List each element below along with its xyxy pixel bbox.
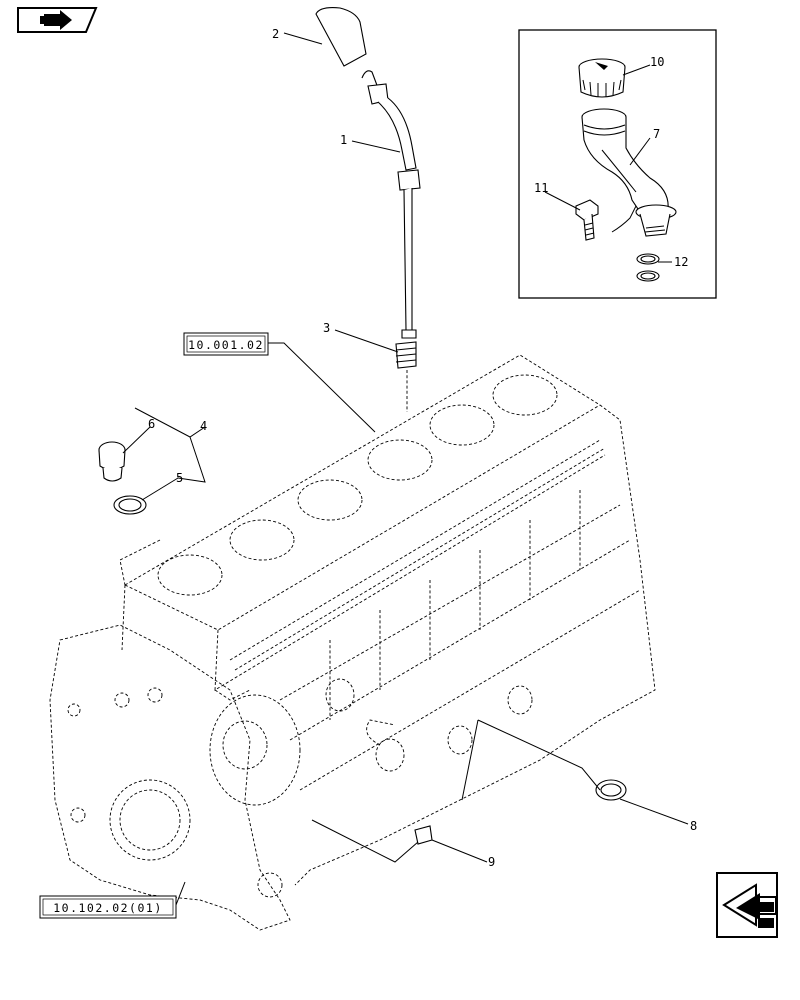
o-rings: [636, 253, 660, 282]
callout-3: 3: [323, 321, 330, 335]
callout-9: 9: [488, 855, 495, 869]
reference-label-1: 10.001.02: [188, 338, 264, 352]
callout-4: 4: [200, 419, 207, 433]
callout-1: 1: [340, 133, 347, 147]
callout-12: 12: [674, 255, 688, 269]
callout-11: 11: [534, 181, 548, 195]
reference-label-2: 10.102.02(01): [53, 901, 163, 915]
callout-10: 10: [650, 55, 664, 69]
callout-6: 6: [148, 417, 155, 431]
reference-box-2[interactable]: 10.102.02(01): [39, 895, 177, 919]
grommet: [395, 341, 417, 412]
seal-ring: [595, 779, 627, 801]
callout-2: 2: [272, 27, 279, 41]
book-arrow-icon[interactable]: [17, 7, 98, 33]
leader-lines: [122, 32, 689, 906]
plug-and-washer: [98, 441, 147, 515]
next-page-arrow-icon[interactable]: [716, 872, 778, 938]
callout-7: 7: [653, 127, 660, 141]
dipstick-tube: [361, 70, 421, 339]
callout-8: 8: [690, 819, 697, 833]
screw: [575, 199, 599, 241]
oil-filler-cap: [578, 58, 626, 98]
callout-5: 5: [176, 471, 183, 485]
engine-block: [49, 354, 656, 931]
small-plug: [414, 825, 433, 845]
reference-box-1[interactable]: 10.001.02: [183, 332, 269, 356]
dipstick-cap: [315, 7, 367, 67]
oil-filler-elbow: [581, 108, 677, 237]
